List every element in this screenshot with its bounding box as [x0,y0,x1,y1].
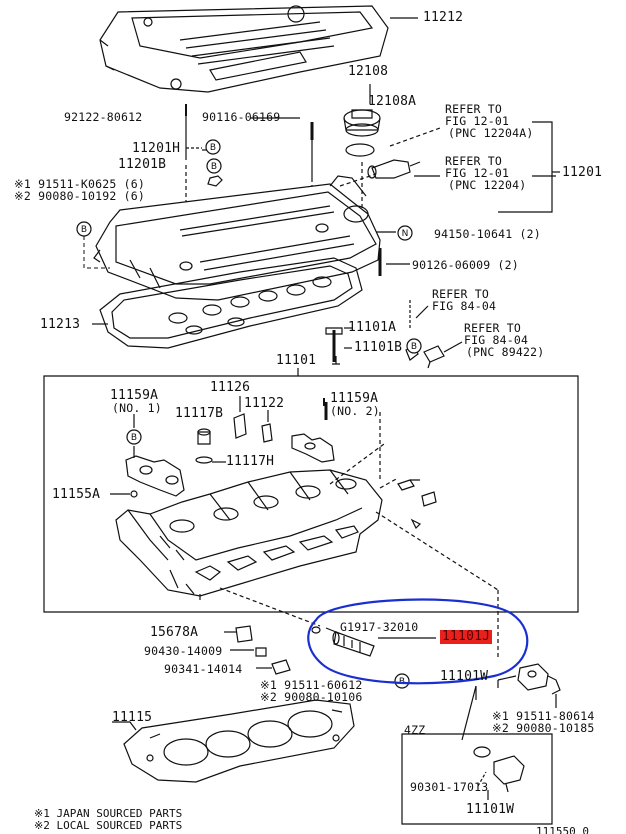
label-94150-10641: 94150-10641 (2) [434,227,541,241]
marker-b-3: B [81,225,87,235]
label-90430-14009: 90430-14009 [144,644,223,658]
oil-pressure-sensor-drawing [423,345,445,369]
label-91511-60612: ※1 91511-60612 [260,678,363,692]
label-11101j-highlighted: 11101J [440,629,493,644]
label-11159a-no1: 11159A [110,388,159,403]
marker-b-2: B [211,162,217,172]
label-11126: 11126 [210,380,251,395]
label-refer-to-4: REFER TO [464,321,521,335]
label-fig-12-01-a: FIG 12-01 [445,114,510,128]
label-fig-84-04-b: FIG 84-04 [464,333,529,347]
label-pnc-12204: (PNC 12204) [448,178,527,192]
stud-bolt-drawing [332,631,375,657]
highlight-ellipse [307,598,529,685]
engine-cover-drawing [99,5,389,93]
label-11101a: 11101A [348,320,397,335]
cylinder-head-drawing [115,469,383,597]
label-11213: 11213 [40,317,81,332]
label-11201h: 11201H [132,141,181,156]
label-11155a: 11155A [52,487,101,502]
label-pnc-12204a: (PNC 12204A) [448,126,534,140]
label-90301-17013: 90301-17013 [410,780,489,794]
label-pnc-89422: (PNC 89422) [466,345,545,359]
pcv-valve-drawing [367,159,421,179]
label-11201b: 11201B [118,157,167,172]
label-refer-to-1: REFER TO [445,102,502,116]
label-fig-12-01-b: FIG 12-01 [445,166,510,180]
label-11117b: 11117B [175,406,224,421]
camshaft-cap-no2-drawing [291,433,335,463]
label-11101b: 11101B [354,340,403,355]
label-11117h: 11117H [226,454,275,469]
label-12108a: 12108A [368,94,417,109]
marker-b-1: B [210,143,216,153]
label-11201: 11201 [562,165,603,180]
label-90341-14014: 90341-14014 [164,662,243,676]
label-refer-to-3: REFER TO [432,287,489,301]
label-no-2: (NO. 2) [330,404,380,418]
cover-gasket-drawing [99,257,363,349]
label-11122: 11122 [244,396,285,411]
label-15678a: 15678A [150,625,199,640]
label-11101w: 11101W [440,669,489,684]
figure-number: 111550 0 [536,825,589,834]
marker-b-5: B [131,433,137,443]
label-no-1: (NO. 1) [112,401,162,415]
label-4zz: 4ZZ [404,723,426,737]
label-11101w-inset: 11101W [466,802,515,817]
camshaft-cap-no1-drawing [125,455,185,497]
head-gasket-drawing [123,699,355,783]
note-local-sourced: ※2 LOCAL SOURCED PARTS [34,819,183,832]
label-11101: 11101 [276,353,317,368]
marker-n: N [402,229,409,239]
note-japan-sourced: ※1 JAPAN SOURCED PARTS [34,807,183,820]
label-90126-06009: 90126-06009 (2) [412,258,519,272]
label-90116-06169: 90116-06169 [202,110,281,124]
label-91511-80614: ※1 91511-80614 [492,709,595,723]
cam-position-sensor-drawing [517,663,561,695]
label-11212: 11212 [423,10,464,25]
reference-markers [76,139,422,689]
label-90080-10192: ※2 90080-10192 (6) [14,189,145,203]
label-90080-10185: ※2 90080-10185 [492,721,595,735]
label-g1917-32010: G1917-32010 [340,620,419,634]
marker-b-4: B [411,342,417,352]
label-90080-10106: ※2 90080-10106 [260,690,363,704]
label-12108: 12108 [348,64,389,79]
label-92122-80612: 92122-80612 [64,110,143,124]
label-11159a-no2: 11159A [330,391,379,406]
label-11115: 11115 [112,710,153,725]
oil-filler-cap-drawing [343,109,381,157]
label-91511-k0625: ※1 91511-K0625 (6) [14,177,145,191]
cylinder-head-cover-drawing [93,175,381,301]
inset-sensor-drawing [473,746,525,793]
label-fig-84-04-a: FIG 84-04 [432,299,497,313]
label-refer-to-2: REFER TO [445,154,502,168]
